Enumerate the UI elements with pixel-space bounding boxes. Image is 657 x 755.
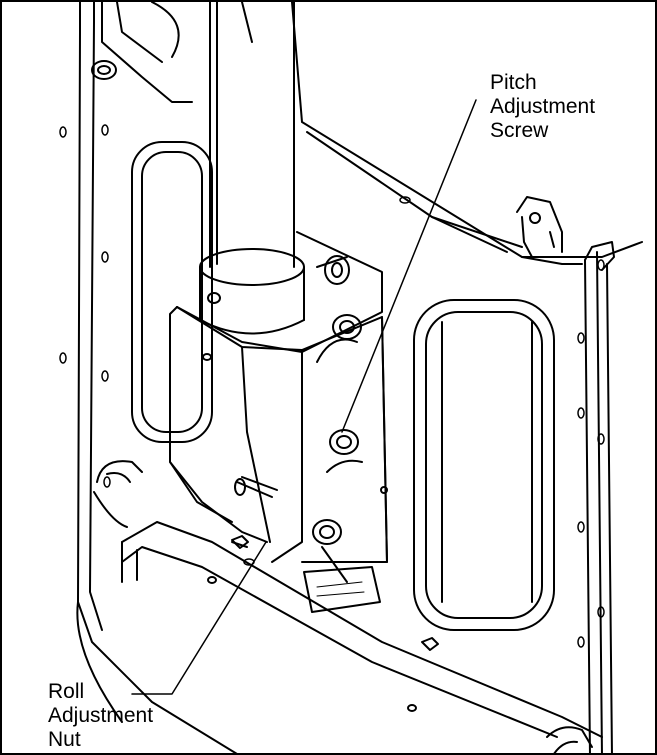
- bottom-right-clip: [546, 726, 593, 753]
- right-rail: [584, 241, 615, 753]
- bottom-arm: [121, 521, 603, 738]
- bottom-left-clip: [93, 460, 143, 528]
- left-holes: [59, 124, 111, 488]
- pitch-callout-line-1: Pitch: [490, 71, 537, 94]
- tilt-top-screw: [316, 255, 350, 285]
- right-hook: [516, 196, 563, 258]
- pitch-leader-line: [341, 99, 477, 433]
- right-holes: [577, 259, 605, 648]
- pitch-callout-line-3: Screw: [490, 119, 549, 142]
- roll-callout-line-1: Roll: [48, 680, 85, 703]
- right-slot: [413, 299, 555, 631]
- top-bracket: [91, 2, 253, 103]
- pitch-screws: [312, 314, 388, 583]
- pole: [209, 2, 295, 268]
- roll-adjustment-callout: Roll Adjustment Nut: [48, 680, 153, 752]
- left-slot: [131, 141, 213, 443]
- tilt-head: [169, 231, 388, 563]
- pitch-callout-line-2: Adjustment: [490, 95, 596, 118]
- wing-nuts: [231, 535, 439, 651]
- pole-collar: [199, 248, 305, 335]
- roll-callout-line-3: Nut: [48, 728, 81, 751]
- mounting-plate: [76, 2, 643, 753]
- roll-callout-line-2: Adjustment: [48, 704, 154, 727]
- pitch-adjustment-callout: Pitch Adjustment Screw: [490, 71, 595, 143]
- roll-leader-line: [131, 541, 267, 695]
